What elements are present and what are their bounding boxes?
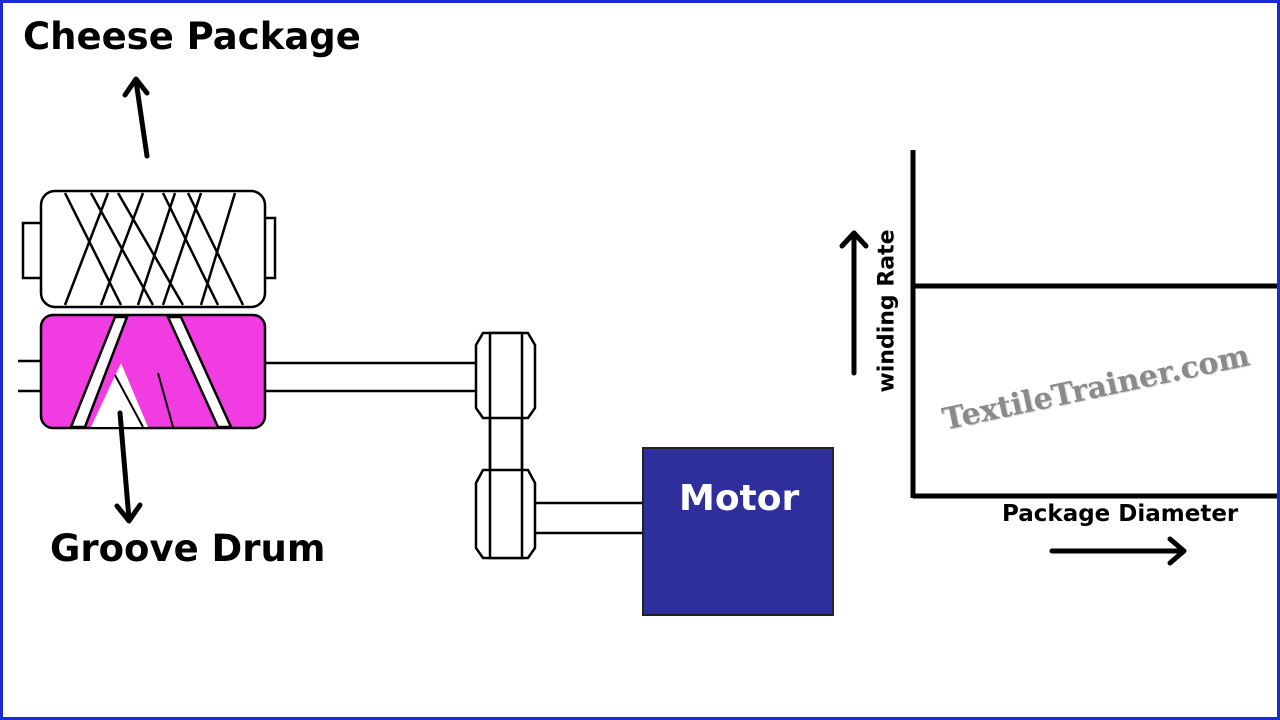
groove-drum-label: Groove Drum xyxy=(50,527,326,570)
pulley-belt xyxy=(474,331,643,560)
y-axis-arrow-icon xyxy=(839,230,869,376)
groove-arrow-icon xyxy=(114,410,143,524)
cheese-package-label: Cheese Package xyxy=(23,15,361,58)
cheese-package xyxy=(21,189,277,309)
cheese-arrow-icon xyxy=(122,76,150,159)
x-axis-arrow-icon xyxy=(1049,536,1187,566)
winding-rate-graph xyxy=(910,150,1277,499)
diagram-drawing xyxy=(18,76,1277,616)
drum-shaft xyxy=(18,359,478,393)
y-axis-label: winding Rate xyxy=(874,229,900,393)
groove-drum xyxy=(39,313,267,430)
motor-box xyxy=(642,447,834,616)
motor-label: Motor xyxy=(679,478,800,519)
x-axis-label: Package Diameter xyxy=(1002,501,1239,527)
